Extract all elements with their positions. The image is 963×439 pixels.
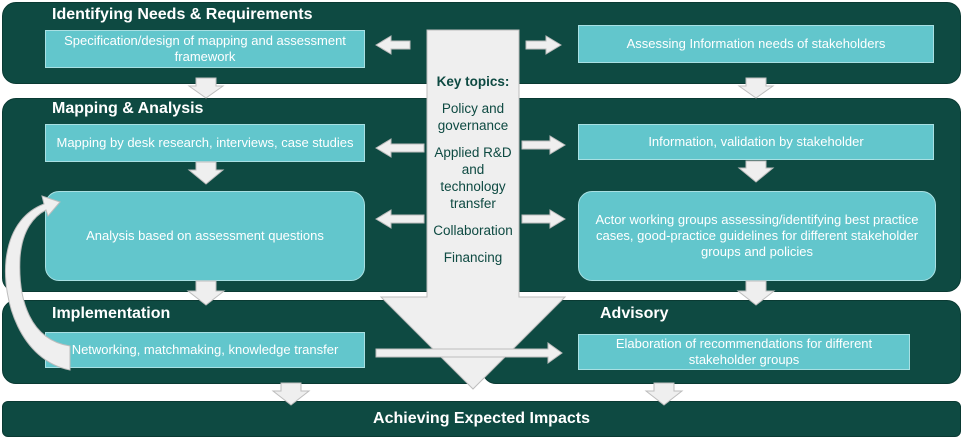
topic-collaboration: Collaboration [433,223,513,238]
double-arrow-left-top [375,35,411,55]
key-topics: Key topics: Policy and governance Applie… [430,73,516,266]
double-arrow-right-top [525,35,562,55]
mapping-desk-box: Mapping by desk research, interviews, ca… [45,124,365,162]
implementation-title: Implementation [52,305,171,322]
curved-feedback-arrow [4,195,71,371]
down-arrow-mapping-right [737,160,775,183]
impl-to-advisory-arrow [375,342,563,364]
double-arrow-left-mid2 [375,209,425,229]
topic-financing: Financing [443,250,503,265]
double-arrow-right-mid1 [521,135,566,155]
advisory-title: Advisory [600,305,669,322]
actor-groups-box: Actor working groups assessing/identifyi… [578,191,936,281]
mapping-title: Mapping & Analysis [52,100,204,117]
down-arrow-needs-left [187,77,225,99]
down-arrow-actor [736,280,776,306]
topic-rnd: Applied R&D and technology transfer [434,145,512,211]
down-arrow-analysis [186,280,226,306]
down-arrow-needs-right [737,77,775,99]
analysis-box: Analysis based on assessment questions [45,191,365,281]
spec-box: Specification/design of mapping and asse… [45,30,365,68]
down-arrow-advisory-impacts [644,382,684,406]
impacts-title: Achieving Expected Impacts [373,410,590,427]
central-down-arrow [379,29,567,390]
info-needs-box: Assessing Information needs of stakehold… [578,25,934,63]
double-arrow-left-mid1 [375,138,425,158]
validation-box: Information, validation by stakeholder [578,124,934,160]
impacts-band [2,401,961,437]
down-arrow-impl-impacts [271,382,311,406]
networking-box: Networking, matchmaking, knowledge trans… [45,332,365,368]
double-arrow-right-mid2 [521,209,566,229]
topic-policy: Policy and governance [437,101,509,133]
down-arrow-mapping-left [187,161,225,185]
recommendations-box: Elaboration of recommendations for diffe… [578,334,910,370]
key-topics-heading: Key topics: [436,74,510,89]
needs-title: Identifying Needs & Requirements [52,6,313,23]
